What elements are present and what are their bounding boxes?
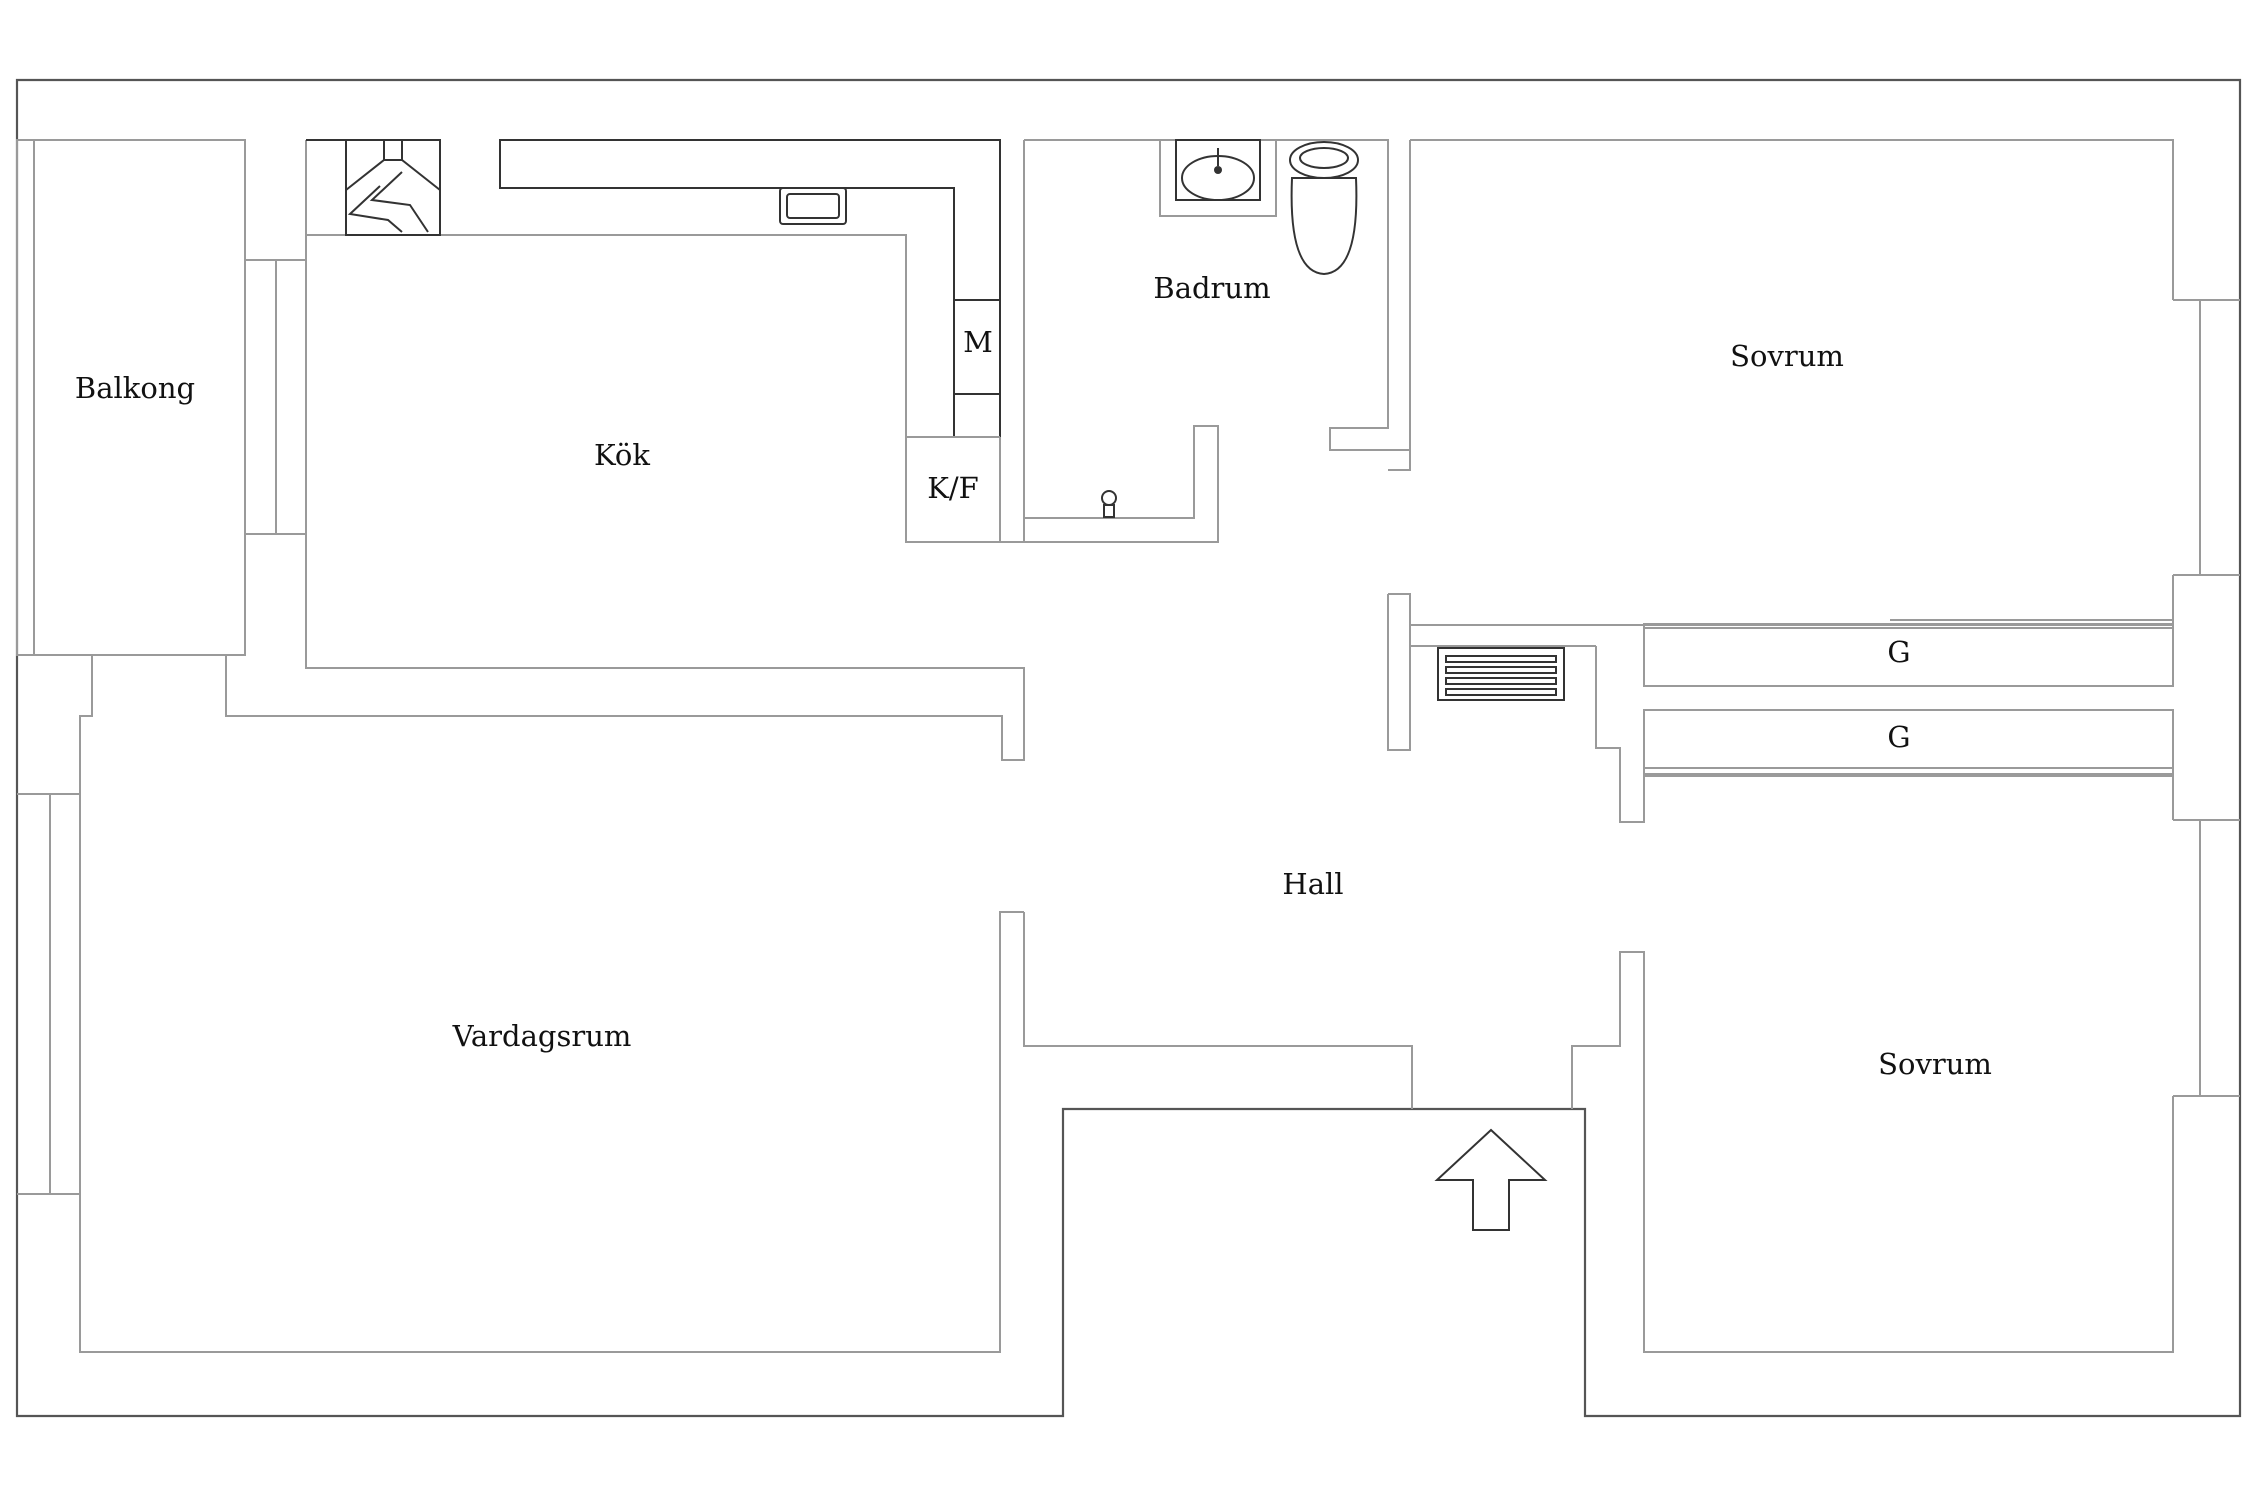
room-label-vardagsrum: Vardagsrum	[452, 1019, 632, 1053]
floor-drain-icon	[1101, 490, 1117, 518]
bedroom-top-window	[2173, 299, 2240, 576]
living-room-window	[17, 793, 80, 1195]
outer-wall	[15, 78, 2242, 1418]
room-label-balkong: Balkong	[75, 371, 195, 405]
hall-partition	[1387, 594, 1645, 823]
room-label-hall: Hall	[1282, 867, 1343, 901]
living-room-walls	[79, 655, 1024, 1353]
entrance-arrow-icon	[1434, 1128, 1548, 1231]
closet-top-label: G	[1887, 635, 1910, 669]
room-label-badrum: Badrum	[1153, 271, 1270, 305]
microwave-box: M	[953, 299, 1001, 395]
kitchen-sink-icon	[779, 187, 847, 225]
fridge-freezer: K/F	[927, 471, 979, 505]
fridge-freezer-label: K/F	[927, 471, 979, 505]
kitchen-counter	[306, 139, 1001, 438]
room-label-sovrum-top: Sovrum	[1730, 339, 1844, 373]
kitchen-counter-base	[306, 234, 1001, 543]
toilet-icon	[1289, 141, 1359, 276]
room-label-sovrum-bottom: Sovrum	[1878, 1047, 1992, 1081]
bedroom-top-walls	[1387, 593, 1411, 751]
closet-top: G	[1643, 619, 2174, 687]
stove-hood-icon	[345, 139, 441, 236]
room-label-kok: Kök	[594, 438, 650, 472]
microwave-label: M	[963, 325, 993, 359]
balcony-door	[245, 259, 306, 535]
bathroom-sink-icon	[1159, 139, 1277, 217]
bedroom-bottom-walls	[1571, 775, 2174, 1353]
bedroom-top-walls	[1409, 139, 2174, 687]
closet-bottom: G	[1643, 709, 2174, 777]
hall-walls	[1023, 912, 1413, 1109]
radiator-icon	[1437, 647, 1565, 701]
balcony	[16, 139, 246, 656]
kitchen-walls	[225, 140, 1025, 761]
closet-bottom-label: G	[1887, 720, 1910, 754]
bedroom-bottom-window	[2173, 819, 2240, 1097]
